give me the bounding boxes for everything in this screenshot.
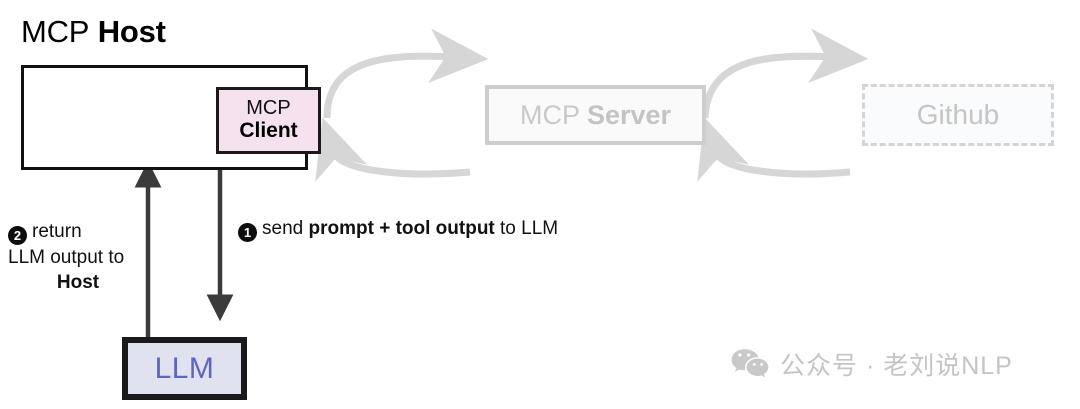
step-2-text-line-1: return [32,221,82,242]
step-1-badge: 1 [238,223,257,242]
github-label: Github [916,99,1000,130]
mcp-server-label-regular: MCP [519,99,580,130]
step-1-annotation: 1 send prompt + tool output to LLM [238,219,558,242]
step-2-annotation: 2 return LLM output to Host [8,219,148,295]
mcp-server-label-bold: Server [586,99,672,130]
mcp-client-box[interactable]: MCP Client [216,87,321,154]
client-to-server-curve [323,28,489,119]
step-1-text-part-1: send [262,218,309,239]
mcp-client-label-line1: MCP [246,97,291,120]
step-1-text-part-3: to LLM [494,218,559,239]
watermark: 公众号 · 老刘说NLP [731,346,1013,382]
github-box[interactable]: Github [862,84,1054,146]
step-2-text-line-2: LLM output to [8,247,125,268]
llm-box[interactable]: LLM [122,337,247,400]
mcp-host-title: MCP Host [21,16,166,47]
mcp-host-title-regular: MCP [21,14,90,49]
mcp-host-title-bold: Host [97,14,166,49]
watermark-text: 公众号 · 老刘说NLP [780,352,1013,380]
llm-label: LLM [154,351,215,385]
mcp-client-label-line2: Client [239,118,298,142]
mcp-server-box[interactable]: MCP Server [485,85,706,145]
step-1-text-part-2: prompt + tool output [308,218,495,239]
step-2-badge: 2 [8,226,27,245]
wechat-icon [731,349,769,378]
step-2-line-1: 2 return [8,219,148,245]
step-2-text-line-3: Host [56,272,100,294]
server-to-github-curve [701,28,869,119]
github-to-server-curve [697,117,851,182]
server-to-client-curve [315,117,471,182]
